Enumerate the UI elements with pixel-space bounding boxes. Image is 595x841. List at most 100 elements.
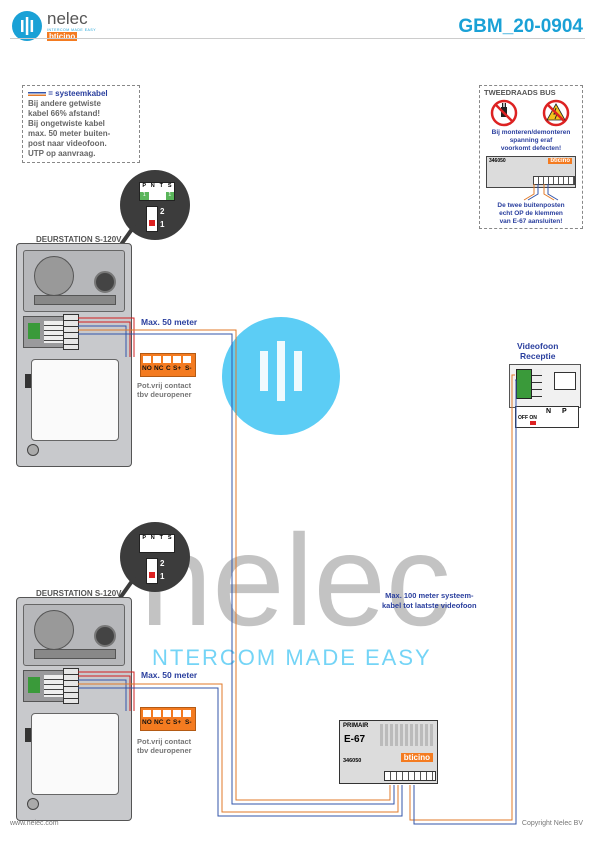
relay-caption-line1: Pot.vrij contact — [137, 381, 192, 390]
relay-caption-line2: tbv deuropener — [137, 390, 192, 399]
dip-p-label: P — [142, 183, 147, 189]
station2-bus-cable — [78, 683, 403, 817]
relay-caption-1: Pot.vrij contact tbv deuropener — [137, 381, 192, 399]
legend-line2: Bij andere getwiste — [28, 99, 101, 108]
station1-title: DEURSTATION S-120V — [36, 235, 122, 244]
warning-title: TWEEDRAADS BUS — [484, 88, 556, 97]
relay-term-nc: NC — [154, 365, 164, 372]
watermark-tagline: NTERCOM MADE EASY — [152, 645, 432, 670]
system-cable-note: Max. 100 meter systeem- kabel tot laatst… — [382, 591, 477, 611]
warning-text-3: voorkomt defecten! — [500, 145, 562, 152]
relay-term-nc: NC — [154, 719, 164, 726]
relay-caption-line1: Pot.vrij contact — [137, 737, 192, 746]
warning-bottom-2: echt OP de klemmen — [499, 210, 563, 217]
camera-lens-icon — [94, 625, 116, 647]
videofoon-unit — [509, 364, 581, 408]
address-switch-top — [146, 206, 158, 232]
station2-internal-wires — [78, 671, 135, 711]
relay-term-c: C — [166, 365, 171, 372]
system-cable-note-line2: kabel tot laatste videofoon — [382, 601, 477, 610]
nelec-logo-icon — [12, 11, 42, 41]
legend-line3: kabel 66% afstand! — [28, 109, 101, 118]
side-switch — [25, 728, 31, 742]
no-plug-icon — [490, 99, 518, 127]
dip-header-top: P N T S 1 1 — [139, 182, 175, 201]
dip-p-value: 1 — [140, 191, 149, 200]
dip-t-label: T — [159, 183, 163, 189]
legend-line5: max. 50 meter buiten- — [28, 129, 111, 138]
e67-grille — [380, 724, 434, 746]
dip-n-label: N — [150, 183, 155, 189]
e67-code: 346050 — [343, 758, 362, 764]
e67-primair: PRIMAIR — [343, 723, 369, 729]
relay-term-splus: S+ — [173, 719, 182, 726]
door-station-1 — [16, 243, 132, 467]
relay-term-smin: S- — [185, 719, 192, 726]
camera-module — [23, 604, 125, 666]
mini-module-brand: bticino — [548, 158, 572, 164]
legend-line1: = systeemkabel — [48, 89, 108, 98]
np-p-label: P — [562, 408, 567, 415]
station1-internal-wires — [78, 317, 135, 357]
legend-line4: Bij ongetwiste kabel — [28, 119, 105, 128]
relay-term-c: C — [166, 719, 171, 726]
watermark-brand: nelec — [140, 507, 451, 653]
mini-module-wires — [523, 184, 559, 201]
relay-term-smin: S- — [185, 365, 192, 372]
header-divider — [10, 38, 585, 39]
bottom-screw-icon — [27, 444, 39, 456]
warning-text-1: Bij monteren/demonteren — [491, 129, 571, 136]
camera-module — [23, 250, 125, 312]
mini-module-terminals — [533, 176, 575, 185]
videofoon-title-2: Receptie — [520, 351, 556, 361]
address-switch-knob — [149, 572, 155, 578]
legend-line: = systeemkabel — [28, 89, 134, 99]
green-terminal — [28, 677, 40, 693]
warning-box: TWEEDRAADS BUS Bij monteren/demonteren s… — [479, 85, 583, 229]
logo-sub: bticino — [47, 32, 78, 41]
name-card-slot — [31, 359, 119, 441]
no-voltage-icon — [542, 99, 570, 127]
mini-module-code: 346050 — [489, 158, 506, 164]
cable-label-2: Max. 50 meter — [141, 670, 198, 680]
relay-screws — [143, 356, 193, 363]
footer-copyright: Copyright Nelec BV — [521, 820, 583, 827]
np-n-label: N — [546, 408, 552, 415]
warning-bottom-1: De twee buitenposten — [497, 202, 565, 209]
camera-lens-icon — [94, 271, 116, 293]
logo-brand: nelec — [47, 9, 88, 28]
address-switch-label-1: 1 — [160, 572, 165, 581]
e67-terminals — [384, 771, 436, 781]
cable-label-1: Max. 50 meter — [141, 317, 198, 327]
side-switch — [25, 374, 31, 388]
switch-label: OFF ON — [518, 415, 537, 421]
bottom-screw-icon — [27, 798, 39, 810]
address-switch-bottom — [146, 558, 158, 584]
videofoon-screen — [554, 372, 576, 390]
dip-s-value: 1 — [165, 191, 174, 200]
legend-line7: UTP op aanvraag. — [28, 149, 96, 158]
door-station-2 — [16, 597, 132, 821]
legend-line6: post naar videofoon. — [28, 139, 107, 148]
document-id: GBM_20-0904 — [458, 16, 583, 37]
address-switch-label-2: 2 — [160, 207, 165, 216]
relay-contact-1: NO NC C S+ S- — [140, 353, 196, 377]
relay-term-splus: S+ — [173, 365, 182, 372]
mini-e67-module: 346050 bticino — [486, 156, 576, 188]
dip-n-label: N — [150, 535, 155, 541]
dip-header-bottom: P N T S — [139, 534, 175, 553]
address-switch-knob — [149, 220, 155, 226]
relay-contact-2: NO NC C S+ S- — [140, 707, 196, 731]
footer-website: www.nelec.com — [10, 820, 59, 827]
address-switch-label-1: 1 — [160, 220, 165, 229]
relay-screws — [143, 710, 193, 717]
dip-s-label: S — [167, 183, 172, 189]
e67-brand: bticino — [400, 753, 433, 762]
station1-bus-cable — [78, 329, 395, 805]
e67-module: PRIMAIR E-67 346050 bticino — [339, 720, 438, 784]
e67-name: E-67 — [344, 734, 366, 745]
e67-to-videofoon-cable — [409, 374, 517, 825]
dip-p-label: P — [142, 535, 147, 541]
dip-s-label: S — [167, 535, 172, 541]
